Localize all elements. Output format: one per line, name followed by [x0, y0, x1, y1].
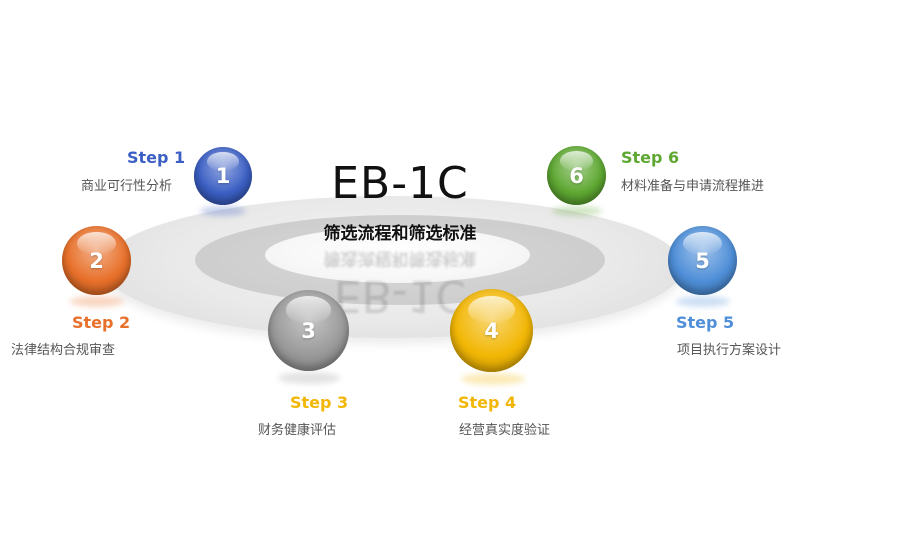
step-4-shadow [461, 373, 525, 385]
step-6-shadow [552, 206, 602, 216]
step-5-number: 5 [695, 248, 710, 273]
step-1-shadow [200, 206, 246, 216]
step-4-label: Step 4 [458, 393, 517, 412]
step-4-desc: 经营真实度验证 [459, 423, 551, 438]
step-3-desc: 财务健康评估 [258, 423, 337, 438]
step-2-label: Step 2 [72, 313, 131, 332]
step-3-ball: 3 [268, 290, 349, 371]
step-4-number: 4 [484, 318, 499, 343]
step-1-number: 1 [215, 164, 231, 188]
step-5-desc: 项目执行方案设计 [677, 343, 782, 358]
step-3-number: 3 [301, 318, 316, 343]
step-2-desc: 法律结构合规审查 [11, 343, 116, 358]
diagram-title: EB-1C [331, 158, 469, 209]
inner-ring [265, 227, 530, 283]
step-2-ball: 2 [62, 226, 131, 295]
step-6-desc: 材料准备与申请流程推进 [621, 179, 765, 194]
step-5-label: Step 5 [676, 313, 735, 332]
step-1-label: Step 1 [127, 148, 186, 167]
step-1-desc: 商业可行性分析 [81, 179, 173, 194]
subtitle-reflection: 筛选流程和筛选标准 [323, 248, 477, 268]
step-2-number: 2 [89, 248, 104, 273]
step-6-ball: 6 [547, 146, 606, 205]
step-5-ball: 5 [668, 226, 737, 295]
step-1-ball: 1 [194, 147, 252, 205]
diagram-subtitle: 筛选流程和筛选标准 [323, 224, 477, 244]
step-6-number: 6 [569, 163, 584, 188]
step-2-shadow [70, 296, 124, 307]
step-5-shadow [676, 296, 730, 307]
step-6-label: Step 6 [621, 148, 680, 167]
step-4-ball: 4 [450, 289, 533, 372]
step-3-label: Step 3 [290, 393, 349, 412]
step-3-shadow [278, 372, 340, 384]
